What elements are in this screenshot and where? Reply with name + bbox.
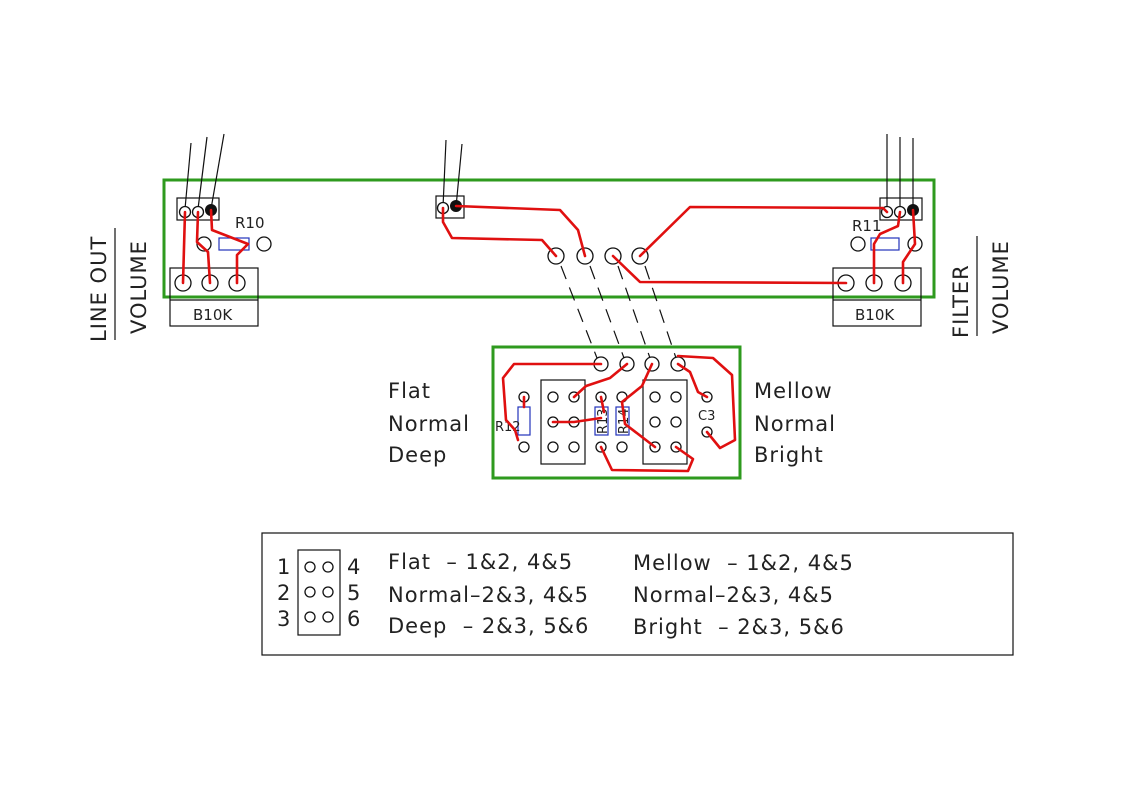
r11-body: [870, 237, 900, 251]
right-switch-pin-2: [649, 416, 661, 428]
wire-left-3: [209, 208, 250, 285]
sw-wire-7: [676, 362, 709, 399]
legend-pin-5: [322, 586, 334, 598]
right-switch-body: [642, 379, 688, 465]
legend-pin-3: [304, 611, 316, 623]
legend-switch-body: [297, 549, 341, 636]
legend-pin-number-3: 3: [277, 607, 291, 631]
left-switch-pin-3: [547, 441, 559, 453]
legend-pin-4: [322, 561, 334, 573]
left-pot-body: [169, 267, 259, 327]
wire-middle-2: [454, 204, 587, 258]
right-pot-body: [832, 267, 922, 327]
wire-right-2: [872, 210, 902, 285]
normal-left-label: Normal: [388, 412, 470, 436]
main-board-outline: [162, 178, 936, 299]
left-lead-2: [197, 136, 208, 210]
mellow-label: Mellow: [754, 379, 833, 403]
sw-wire-9: [620, 400, 657, 449]
link-dash-2: [589, 265, 625, 359]
left-volume-label: VOLUME: [127, 240, 151, 334]
normal-right-label: Normal: [754, 412, 836, 436]
wire-middle-1: [441, 206, 558, 258]
link-dash-4: [644, 265, 677, 359]
right-pot-label: B10K: [855, 306, 895, 324]
wire-right-3: [901, 208, 917, 285]
sw-wire-4: [551, 416, 603, 424]
left-pot-label: B10K: [193, 306, 233, 324]
r13-body: [594, 406, 609, 436]
right-volume-label: VOLUME: [989, 240, 1013, 334]
legend-pin-number-6: 6: [347, 607, 361, 631]
legend-left-row-1: Flat – 1&2, 4&5: [388, 550, 573, 574]
legend-left-row-2: Normal–2&3, 4&5: [388, 583, 589, 607]
sw-wire-8: [676, 354, 737, 450]
legend-pin-6: [322, 611, 334, 623]
left-switch-pin-6: [568, 441, 580, 453]
sw-wire-5: [620, 362, 654, 404]
wire-right-1: [638, 205, 889, 258]
c3-label: C3: [698, 409, 715, 424]
left-switch-body: [540, 379, 586, 465]
sw-wire-3: [572, 362, 629, 399]
filter-label: FILTER: [949, 264, 973, 338]
r14-pad-bottom: [616, 441, 628, 453]
left-lead-3: [210, 133, 225, 210]
right-switch-pin-1: [649, 391, 661, 403]
r10-label: R10: [235, 214, 265, 232]
r11-label: R11: [852, 217, 882, 235]
legend-pin-2: [304, 586, 316, 598]
legend-pin-number-2: 2: [277, 581, 291, 605]
legend-pin-number-5: 5: [347, 581, 361, 605]
r13-label: R13: [596, 408, 611, 434]
legend-left-row-3: Deep – 2&3, 5&6: [388, 614, 589, 638]
legend-right-row-1: Mellow – 1&2, 4&5: [633, 551, 854, 575]
legend-right-row-3: Bright – 2&3, 5&6: [633, 615, 845, 639]
sw-wire-1: [501, 362, 603, 442]
left-switch-pin-1: [547, 391, 559, 403]
legend-pin-number-4: 4: [347, 555, 361, 579]
deep-label: Deep: [388, 443, 447, 467]
line-out-label: LINE OUT: [87, 236, 111, 342]
wire-left-2: [195, 210, 212, 285]
right-switch-pin-4: [670, 391, 682, 403]
r11-pad-left: [850, 236, 866, 252]
r10-pad-left: [196, 236, 212, 252]
wire-right-4: [611, 254, 848, 285]
middle-lead-1: [442, 139, 447, 208]
bright-label: Bright: [754, 443, 824, 467]
middle-lead-2: [455, 143, 463, 208]
sw-wire-6: [599, 445, 695, 473]
left-lead-1: [184, 142, 192, 210]
flat-label: Flat: [388, 379, 431, 403]
link-dash-3: [617, 265, 651, 359]
legend-pin-1: [304, 561, 316, 573]
sw-wire-10: [599, 395, 606, 414]
legend-box: [261, 532, 1014, 656]
r12-pad-bottom: [518, 441, 530, 453]
r10-pad-right: [256, 236, 272, 252]
legend-pin-number-1: 1: [277, 555, 291, 579]
switch-board-outline: [491, 345, 742, 480]
wire-left-1: [181, 210, 187, 285]
legend-right-row-2: Normal–2&3, 4&5: [633, 583, 834, 607]
right-switch-pin-5: [670, 416, 682, 428]
link-dash-1: [560, 265, 598, 359]
